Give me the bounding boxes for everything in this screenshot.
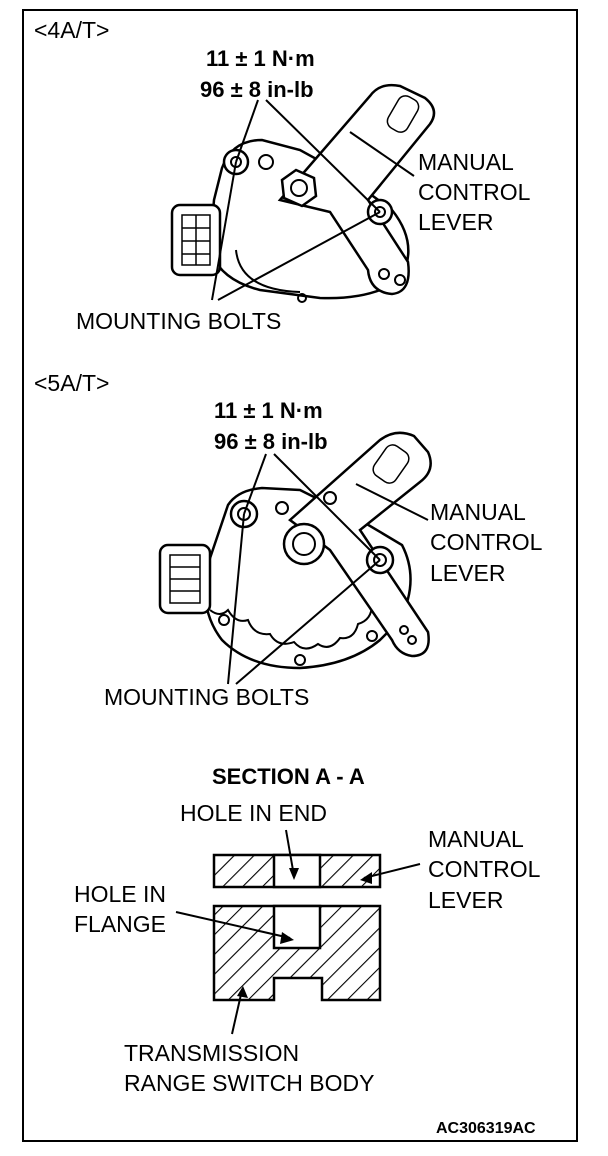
hole-in-flange-label-line2: FLANGE [74,911,166,937]
bolts-label-5at: MOUNTING BOLTS [104,684,309,710]
torque-nm-5at: 11 ± 1 N·m [214,398,323,423]
range-switch-5at [158,431,432,670]
hole-in-end-label: HOLE IN END [180,800,327,826]
manual-control-lever-5at [288,431,432,658]
center-nut-4at [280,168,318,208]
torque-inlb-4at: 96 ± 8 in-lb [200,77,314,102]
lever-label-4at-line3: LEVER [418,209,493,235]
heading-5at: <5A/T> [34,370,109,396]
range-switch-4at [170,83,436,303]
center-nut-5at [282,522,326,566]
lever-label-4at-line1: MANUAL [418,149,514,175]
section-lever-label-line2: CONTROL [428,856,541,882]
lever-label-5at-line3: LEVER [430,560,505,586]
bolts-label-4at: MOUNTING BOLTS [76,308,281,334]
lever-label-5at-line2: CONTROL [430,529,543,555]
torque-inlb-5at: 96 ± 8 in-lb [214,429,328,454]
body-label-line1: TRANSMISSION [124,1040,299,1066]
figure-id: AC306319AC [436,1120,536,1137]
lever-label-4at-line2: CONTROL [418,179,531,205]
section-lever-label-line1: MANUAL [428,826,524,852]
body-cross-section [212,904,382,1002]
hole-in-flange-label-line1: HOLE IN [74,881,166,907]
torque-nm-4at: 11 ± 1 N·m [206,46,315,71]
section-lever-label-line3: LEVER [428,887,503,913]
body-label-line2: RANGE SWITCH BODY [124,1070,374,1096]
panel-5at: <5A/T> 11 ± 1 N·m 96 ± 8 in-lb [34,370,543,710]
figure-frame [22,9,578,1142]
lever-label-5at-line1: MANUAL [430,499,526,525]
section-title: SECTION A - A [212,764,365,789]
lever-cross-section [212,853,382,889]
heading-4at: <4A/T> [34,17,109,43]
section-aa: SECTION A - A HOLE IN END MANUAL CONTROL… [74,764,541,1096]
panel-4at: <4A/T> 11 ± 1 N·m 96 ± 8 in-lb [34,17,531,334]
